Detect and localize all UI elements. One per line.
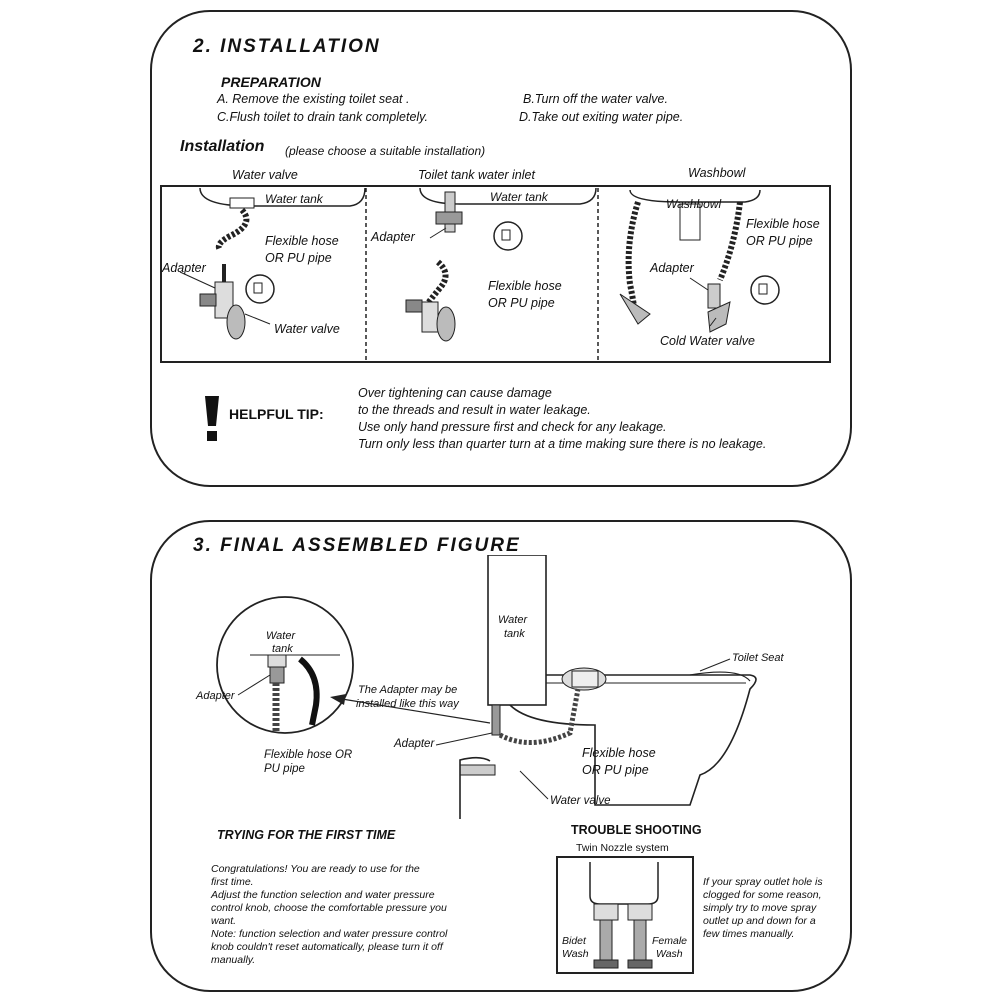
trouble-line: simply try to move spray	[703, 902, 823, 915]
opt3-label-hose: Flexible hose	[746, 217, 820, 231]
tip-line-4: Turn only less than quarter turn at a ti…	[358, 437, 766, 451]
first-time-line: Congratulations! You are ready to use fo…	[211, 863, 447, 876]
trouble-line: outlet up and down for a	[703, 915, 823, 928]
main-hose-label-1: Flexible hose	[582, 746, 656, 760]
tank-label-1: Water	[498, 614, 528, 626]
opt1-label-water-tank: Water tank	[265, 192, 324, 206]
opt2-label-water-tank: Water tank	[490, 190, 549, 204]
opt2-label-pu-pipe: OR PU pipe	[488, 296, 555, 310]
opt3-label-adapter: Adapter	[649, 261, 695, 275]
first-time-line: Note: function selection and water press…	[211, 928, 447, 941]
inset-magnifier	[217, 597, 353, 733]
prep-step-a: A. Remove the existing toilet seat .	[217, 92, 409, 106]
inset-hose-label-2: PU pipe	[264, 763, 305, 775]
installation-options-diagram: Water tank Flexible hose OR PU pipe Adap…	[160, 184, 832, 366]
opt1-label-hose: Flexible hose	[265, 234, 339, 248]
toilet-illustration	[460, 555, 756, 819]
nozzle-title: Twin Nozzle system	[576, 842, 669, 854]
trouble-heading: TROUBLE SHOOTING	[571, 823, 702, 837]
first-time-line: manually.	[211, 954, 447, 967]
first-time-line: first time.	[211, 876, 447, 889]
nozzle-right-label-2: Wash	[656, 948, 683, 960]
trouble-line: few times manually.	[703, 928, 823, 941]
first-time-line: control knob, choose the comfortable pre…	[211, 902, 447, 915]
first-time-line: want.	[211, 915, 447, 928]
adapter-note-1: The Adapter may be	[358, 684, 457, 696]
nozzle-left-label-1: Bidet	[562, 935, 587, 947]
installation-note: (please choose a suitable installation)	[285, 144, 485, 158]
installation-title: 2. INSTALLATION	[193, 36, 381, 58]
opt1-label-pu-pipe: OR PU pipe	[265, 251, 332, 265]
nozzle-left-label-2: Wash	[562, 948, 589, 960]
trouble-line: If your spray outlet hole is	[703, 876, 823, 889]
main-hose-label-2: OR PU pipe	[582, 763, 649, 777]
option-2-title: Toilet tank water inlet	[418, 168, 535, 182]
option-3-title: Washbowl	[688, 166, 745, 180]
first-time-line: Adjust the function selection and water …	[211, 889, 447, 902]
final-assembly-diagram: Water tank Adapter Flexible hose OR PU p…	[190, 555, 810, 825]
trouble-text: If your spray outlet hole is clogged for…	[703, 876, 823, 941]
tip-line-2: to the threads and result in water leaka…	[358, 403, 591, 417]
opt3-label-cold-valve: Cold Water valve	[660, 334, 755, 348]
nozzle-right-label-1: Female	[652, 935, 687, 947]
option-3-illustration	[620, 190, 779, 332]
exclamation-icon	[204, 396, 220, 442]
tank-label-2: tank	[504, 628, 525, 640]
prep-step-d: D.Take out exiting water pipe.	[519, 110, 683, 124]
prep-step-c: C.Flush toilet to drain tank completely.	[217, 110, 428, 124]
toilet-seat-label: Toilet Seat	[732, 652, 785, 664]
opt1-label-adapter: Adapter	[161, 261, 207, 275]
inset-hose-label-1: Flexible hose OR	[264, 749, 352, 761]
opt2-label-hose: Flexible hose	[488, 279, 562, 293]
opt2-label-adapter: Adapter	[370, 230, 416, 244]
opt3-label-pu-pipe: OR PU pipe	[746, 234, 813, 248]
preparation-heading: PREPARATION	[221, 74, 321, 90]
inset-tank-label-1: Water	[266, 630, 296, 642]
twin-nozzle-diagram: Bidet Wash Female Wash	[556, 856, 696, 976]
tip-line-1: Over tightening can cause damage	[358, 386, 552, 400]
tip-line-3: Use only hand pressure first and check f…	[358, 420, 667, 434]
opt3-label-washbowl: Washbowl	[666, 197, 721, 211]
inset-adapter-label: Adapter	[195, 690, 236, 702]
installation-heading: Installation	[180, 138, 264, 156]
first-time-line: knob couldn't reset automatically, pleas…	[211, 941, 447, 954]
trouble-line: clogged for some reason,	[703, 889, 823, 902]
option-1-title: Water valve	[232, 168, 298, 182]
opt1-label-water-valve: Water valve	[274, 322, 340, 336]
main-adapter-label: Adapter	[393, 738, 435, 750]
inset-tank-label-2: tank	[272, 643, 293, 655]
helpful-tip-label: HELPFUL TIP:	[229, 406, 324, 422]
final-figure-title: 3. FINAL ASSEMBLED FIGURE	[193, 535, 521, 557]
option-2-illustration	[406, 188, 596, 341]
first-time-text: Congratulations! You are ready to use fo…	[211, 863, 447, 967]
first-time-heading: TRYING FOR THE FIRST TIME	[217, 828, 395, 842]
main-valve-label: Water valve	[550, 795, 611, 807]
prep-step-b: B.Turn off the water valve.	[523, 92, 668, 106]
